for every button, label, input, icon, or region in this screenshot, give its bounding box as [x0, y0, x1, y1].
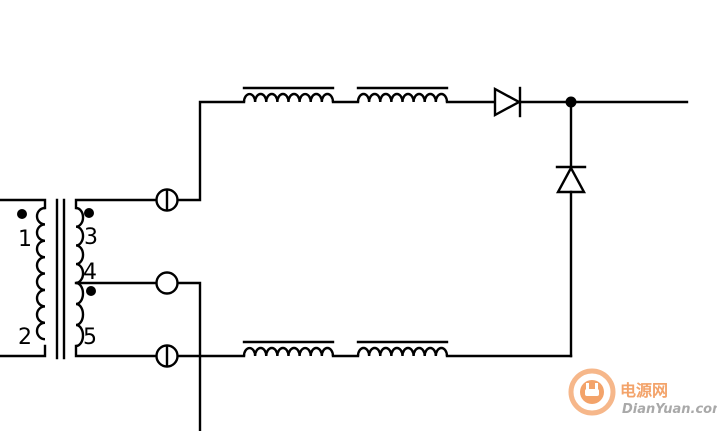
secondary-winding-upper — [75, 206, 85, 284]
pin-label-1: 1 — [18, 227, 32, 252]
center-tap-output-wire — [176, 281, 202, 431]
inductor-top-1 — [242, 86, 335, 103]
primary-bottom-lead — [0, 344, 47, 358]
top-rail-wire — [176, 100, 246, 202]
polarity-dot-secondary — [84, 208, 94, 218]
watermark-chinese-text: 电源网 — [620, 381, 668, 400]
terminal-middle — [155, 271, 179, 295]
polarity-dot-primary — [17, 209, 27, 219]
primary-top-lead — [0, 198, 47, 210]
primary-winding — [35, 206, 46, 341]
transformer: 1 2 3 4 5 — [0, 198, 157, 360]
center-tap-junction-dot — [86, 286, 96, 296]
pin-label-2: 2 — [18, 325, 32, 350]
watermark: 电源网 DianYuan.com — [568, 368, 717, 417]
terminal-top — [155, 188, 179, 212]
terminal-bottom — [155, 344, 179, 368]
watermark-english-text: DianYuan.com — [622, 402, 717, 417]
freewheel-diode — [555, 165, 587, 194]
secondary-winding-lower — [75, 281, 85, 348]
pin-label-5: 5 — [83, 325, 97, 350]
inductor-bottom-1 — [242, 340, 335, 357]
inductor-top-2 — [356, 86, 449, 103]
series-diode — [493, 86, 522, 118]
inductor-bottom-2 — [356, 340, 449, 357]
secondary-bottom-lead — [74, 344, 157, 358]
pin-label-3: 3 — [84, 225, 98, 250]
pin-label-4: 4 — [83, 260, 97, 285]
secondary-top-lead — [74, 198, 157, 210]
plug-logo-icon — [568, 368, 616, 416]
